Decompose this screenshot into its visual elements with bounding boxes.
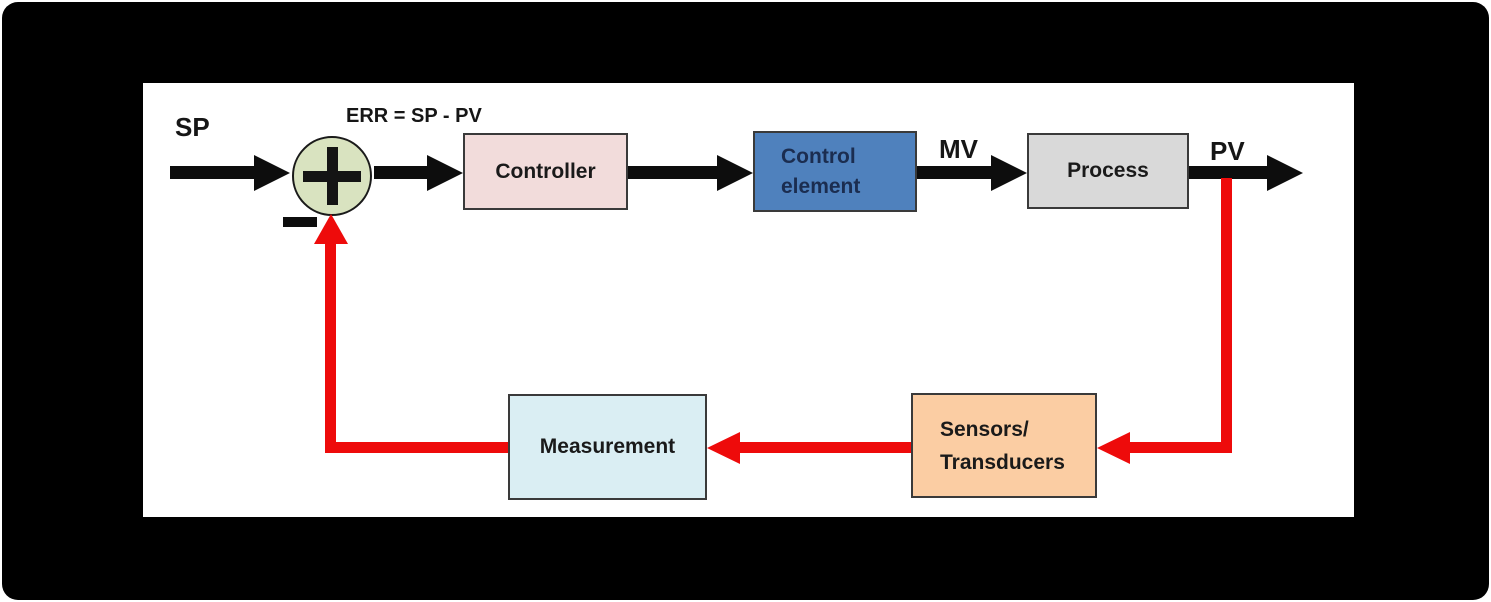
controller-label: Controller (495, 159, 596, 183)
measurement-block: Measurement (508, 394, 707, 500)
process-label: Process (1067, 159, 1149, 182)
error-arrow-shaft (374, 166, 427, 179)
mv-arrow-shaft (917, 166, 991, 179)
controller-output-arrowhead-icon (717, 154, 753, 191)
control-element-block: Control element (753, 131, 917, 212)
sensors-label-line1: Sensors/ (940, 417, 1029, 441)
feedback-arrowhead-into-measurement-icon (707, 431, 740, 464)
feedback-arrowhead-into-summing-junction-icon (313, 214, 348, 244)
plus-icon (327, 147, 338, 205)
sensors-label-line2: Transducers (940, 450, 1065, 474)
error-equation-label: ERR = SP - PV (346, 105, 482, 127)
feedback-line-to-sensors (1128, 442, 1232, 453)
measurement-label: Measurement (539, 435, 676, 458)
setpoint-label: SP (175, 112, 210, 142)
error-arrowhead-icon (427, 154, 463, 191)
feedback-arrowhead-into-sensors-icon (1097, 431, 1130, 464)
pv-arrow-shaft (1189, 166, 1267, 179)
setpoint-arrow-shaft (170, 166, 254, 179)
manipulated-variable-label: MV (939, 134, 978, 164)
minus-icon (283, 217, 317, 227)
setpoint-arrowhead-icon (254, 154, 290, 191)
feedback-line-up (325, 243, 336, 453)
feedback-line-left (325, 442, 508, 453)
sensors-transducers-block: Sensors/ Transducers (911, 393, 1097, 498)
controller-block: Controller (463, 133, 628, 210)
control-element-label-line2: element (781, 174, 861, 198)
process-variable-label: PV (1210, 136, 1245, 166)
mv-arrowhead-icon (991, 154, 1027, 191)
control-element-label-line1: Control (781, 144, 856, 168)
feedback-line-down (1221, 178, 1232, 453)
controller-output-arrow-shaft (628, 166, 717, 179)
feedback-line-sensors-to-measurement (737, 442, 911, 453)
pv-arrowhead-icon (1267, 154, 1303, 191)
process-block: Process (1027, 133, 1189, 209)
